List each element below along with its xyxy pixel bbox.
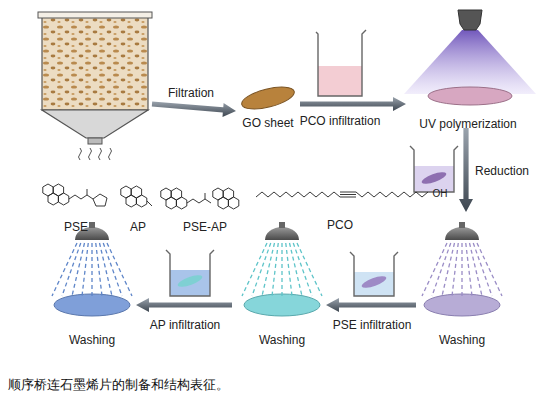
pse-molecule bbox=[43, 184, 107, 206]
process-arrow bbox=[459, 128, 473, 212]
step-label: GO sheet bbox=[242, 116, 293, 130]
step-label: OH bbox=[433, 187, 448, 201]
step-label: Reduction bbox=[475, 164, 529, 178]
shower-stem bbox=[279, 222, 285, 228]
pse-ap-molecule bbox=[161, 188, 239, 209]
step-label: PSE-AP bbox=[183, 220, 227, 234]
water-spray bbox=[91, 243, 92, 296]
water-spray bbox=[107, 243, 132, 296]
step-label: Washing bbox=[439, 333, 485, 347]
drip-stroke bbox=[99, 148, 102, 160]
figure-caption: 顺序桥连石墨烯片的制备和结构表征。 bbox=[8, 377, 229, 393]
alkyl-chain bbox=[256, 192, 340, 197]
shower-heads bbox=[52, 222, 502, 296]
reduction-beaker bbox=[410, 146, 458, 192]
step-label: AP infiltration bbox=[150, 318, 220, 332]
triple-bond bbox=[340, 192, 356, 193]
water-spray bbox=[432, 243, 451, 296]
water-spray bbox=[452, 243, 458, 296]
process-arrow bbox=[300, 97, 406, 111]
water-spray bbox=[52, 243, 77, 296]
water-spray bbox=[252, 243, 271, 296]
go-sheet bbox=[240, 83, 297, 114]
triple-bond bbox=[340, 194, 356, 195]
alkyl-chain bbox=[356, 192, 428, 197]
drip-stroke bbox=[89, 148, 92, 160]
step-label: Washing bbox=[259, 333, 305, 347]
step-label: Filtration bbox=[168, 86, 214, 100]
shower-stem bbox=[89, 222, 95, 228]
washed-sheet bbox=[424, 294, 500, 316]
washed-sheet bbox=[244, 294, 320, 316]
pco-molecule bbox=[256, 192, 428, 197]
process-arrow bbox=[136, 298, 232, 312]
water-spray bbox=[82, 243, 88, 296]
triple-bond bbox=[340, 197, 356, 198]
pse-beaker bbox=[350, 252, 398, 296]
shower-stem bbox=[459, 222, 465, 228]
step-label: UV polymerization bbox=[419, 117, 516, 131]
water-spray bbox=[422, 243, 447, 296]
shower-head bbox=[445, 227, 479, 240]
shower-head bbox=[265, 227, 299, 240]
step-label: PCO infiltration bbox=[300, 114, 381, 128]
water-spray bbox=[461, 243, 462, 296]
filtration-funnel bbox=[38, 12, 152, 144]
step-label: Washing bbox=[69, 333, 115, 347]
uv-lamp bbox=[404, 10, 536, 105]
water-spray bbox=[297, 243, 322, 296]
water-spray bbox=[477, 243, 502, 296]
water-spray bbox=[281, 243, 282, 296]
ap-molecule bbox=[121, 186, 152, 207]
water-spray bbox=[272, 243, 278, 296]
drip-stroke bbox=[79, 148, 82, 160]
step-label: AP bbox=[130, 220, 146, 234]
filtrate-drips bbox=[79, 148, 112, 160]
ap-beaker bbox=[166, 250, 214, 296]
step-label: PSE bbox=[64, 220, 88, 234]
pco-beaker bbox=[316, 30, 366, 96]
washed-sheet bbox=[54, 294, 130, 316]
drip-stroke bbox=[109, 148, 112, 160]
water-spray bbox=[62, 243, 81, 296]
step-label: PSE infiltration bbox=[333, 318, 412, 332]
step-label: PCO bbox=[327, 218, 353, 232]
water-spray bbox=[242, 243, 267, 296]
process-arrow bbox=[326, 298, 416, 312]
process-arrow bbox=[152, 101, 236, 117]
